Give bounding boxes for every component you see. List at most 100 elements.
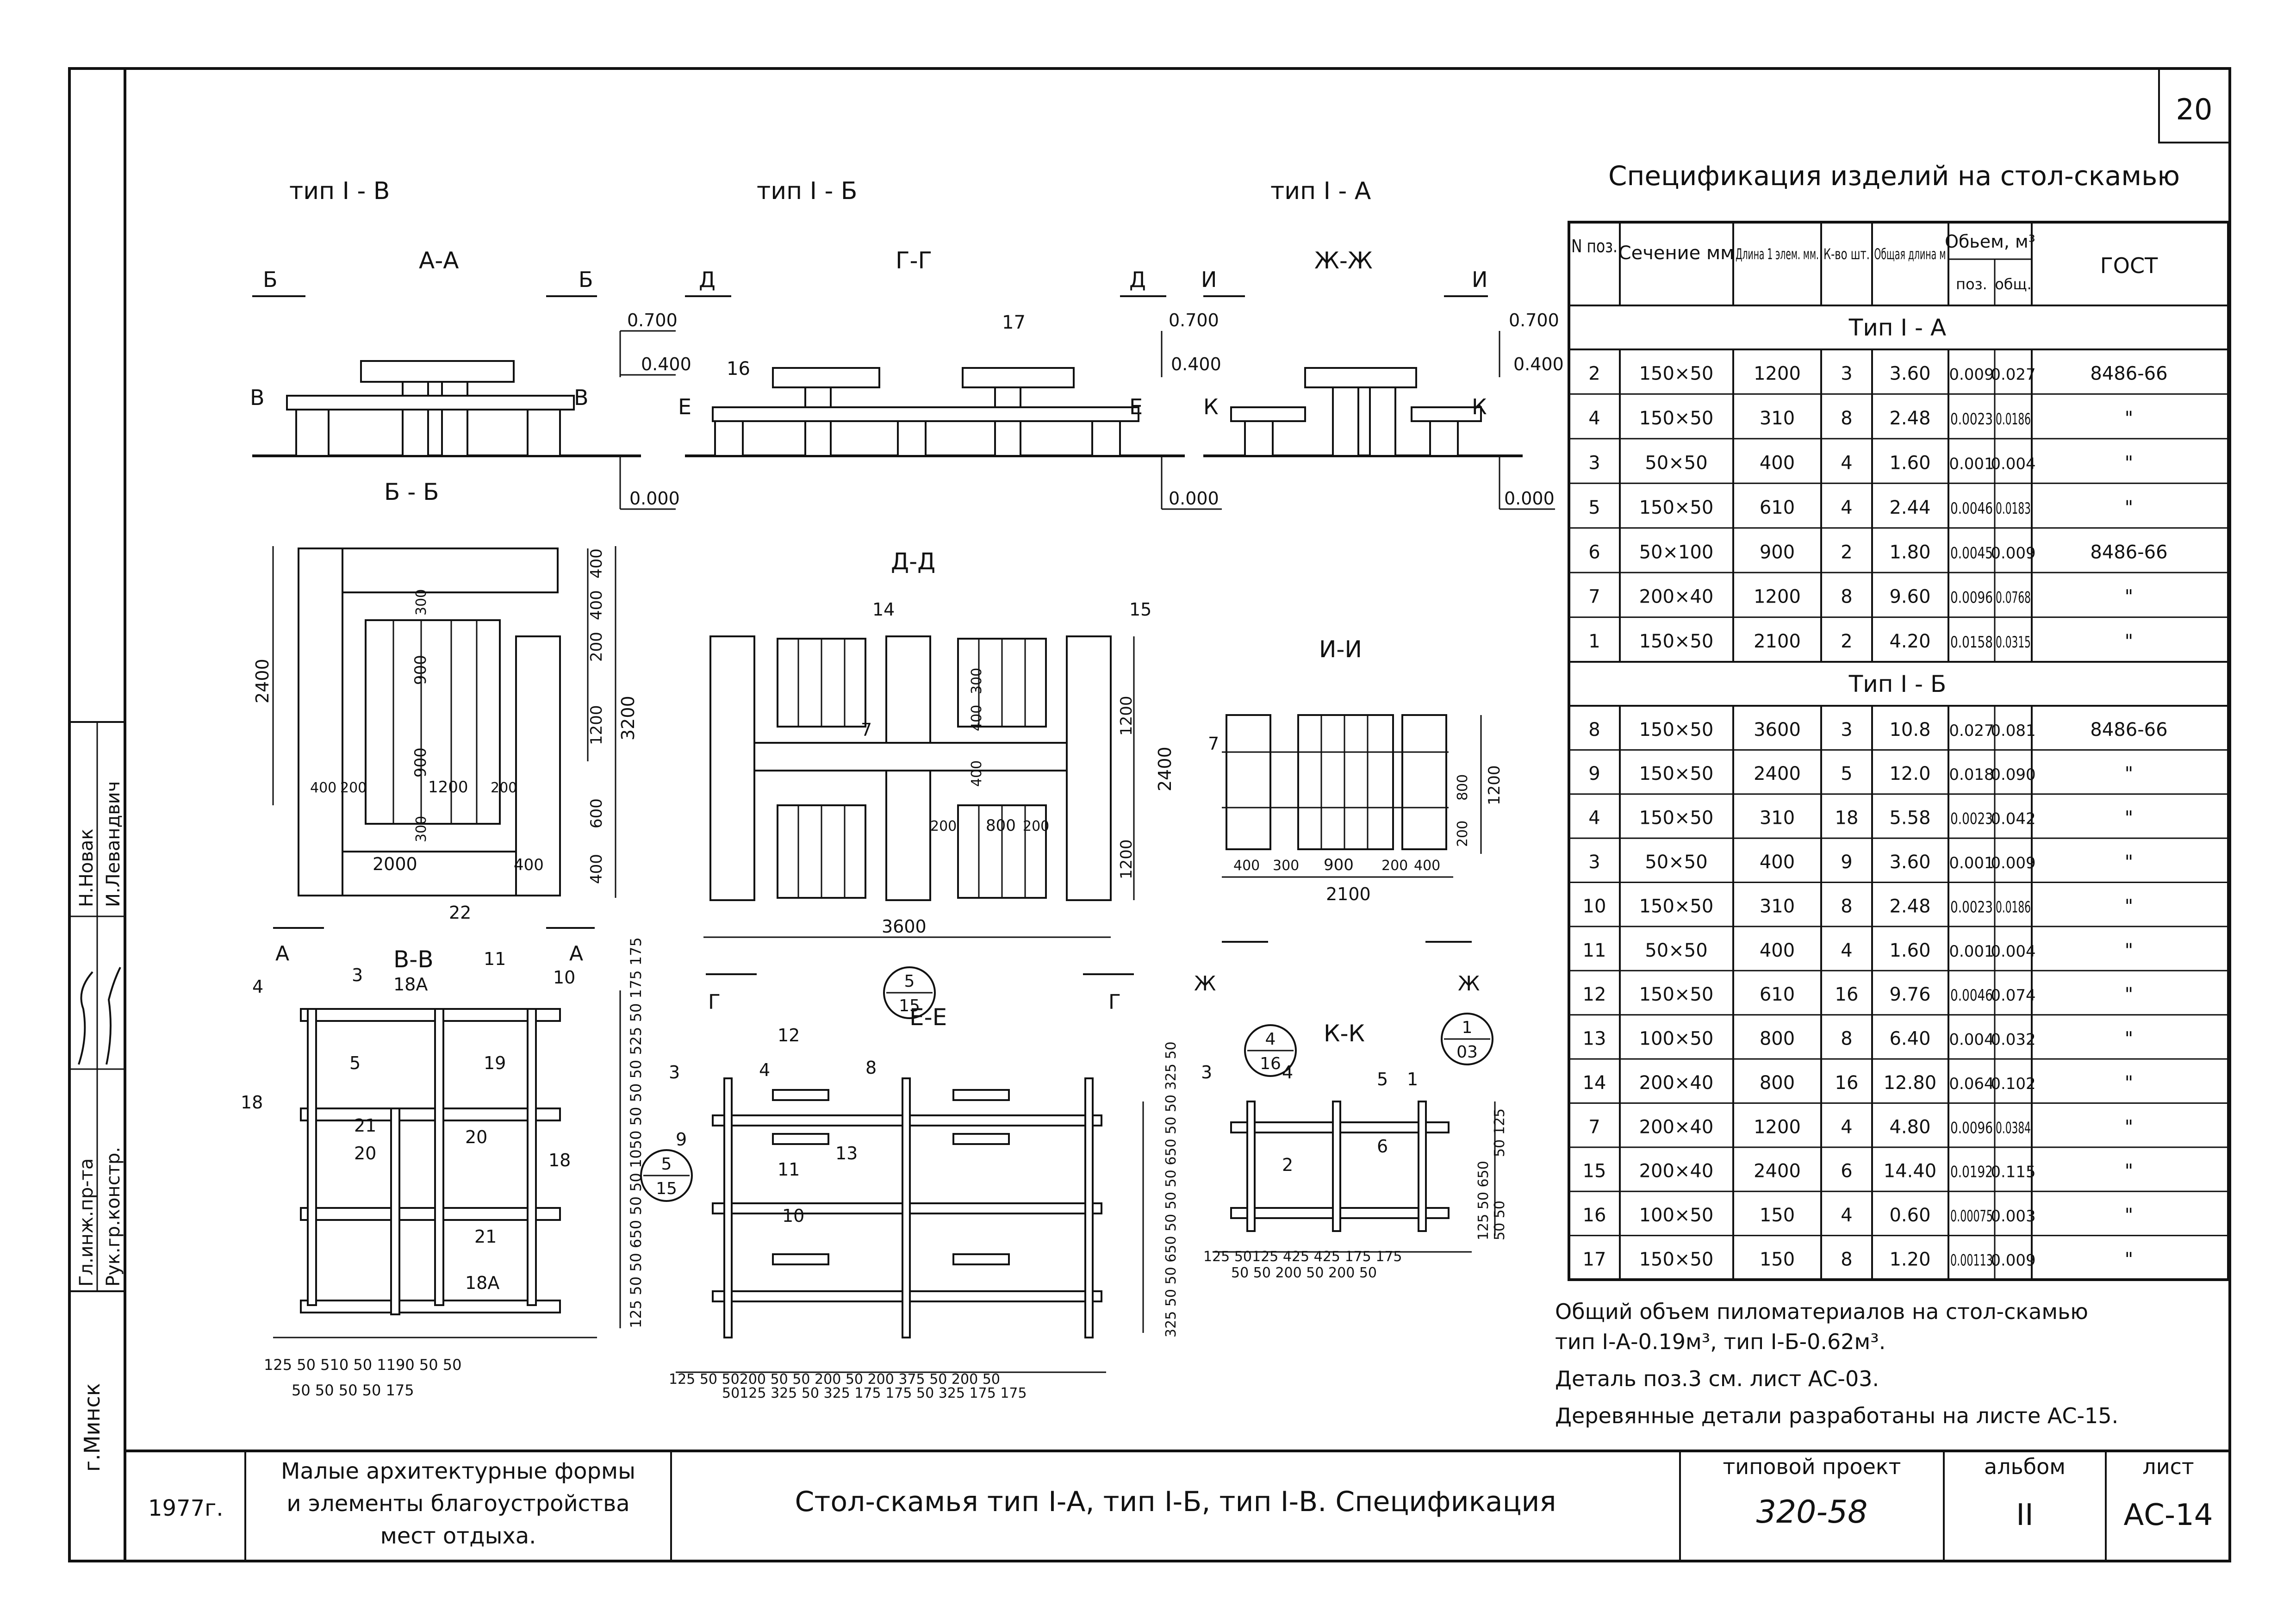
dim-bb-300-a: 300	[413, 589, 429, 616]
plan-ii: И-И 2100 400 300 900 200 400 1200 800 20…	[1208, 636, 1504, 904]
spec-cell: 3600	[1754, 719, 1801, 740]
album-value: II	[2016, 1498, 2034, 1532]
spec-cell: 400	[1760, 452, 1795, 473]
spec-cell: 3	[1841, 719, 1852, 740]
spec-title: Спецификация изделий на стол-скамью	[1608, 160, 2180, 192]
spec-cell: 0.0186	[1996, 410, 2031, 429]
spec-cell: 1200	[1754, 1116, 1801, 1138]
spec-cell: 14.40	[1884, 1161, 1937, 1182]
callout-3-top: 4	[1265, 1030, 1276, 1049]
spec-cell: 8	[1841, 408, 1852, 429]
dim-dd-200-a: 200	[930, 818, 957, 834]
spec-cell: 150×50	[1639, 763, 1714, 784]
spec-cell: 0.0186	[1996, 898, 2031, 916]
hdr-vol-total: общ.	[1995, 275, 2032, 293]
spec-cell: 8486-66	[2090, 719, 2167, 740]
album-label: альбом	[1984, 1454, 2066, 1479]
spec-cell: 0.018	[1949, 765, 1994, 784]
dims-kk-bottom-row2: 50 50 200 50 200 50	[1231, 1265, 1377, 1281]
position-6-kk: 6	[1377, 1136, 1388, 1157]
handwritten-signature	[78, 967, 121, 1065]
cut-mark-a-left: А	[275, 942, 289, 965]
position-7-ii: 7	[1208, 734, 1219, 754]
dim-ii-2100: 2100	[1326, 884, 1371, 904]
position-5-vv: 5	[349, 1053, 361, 1073]
subject-line-1: Малые архитектурные формы	[281, 1458, 635, 1484]
spec-cell: 11	[1583, 940, 1606, 961]
spec-cell: 0.0158	[1950, 633, 1993, 652]
note-line-1: Общий объем пиломатериалов на стол-скамь…	[1555, 1299, 2088, 1324]
spec-cell: 16	[1835, 984, 1859, 1005]
level-0400-b: 0.400	[1171, 354, 1221, 374]
spec-cell: 0.009	[1991, 544, 2035, 562]
spec-cell: "	[2125, 852, 2133, 873]
spec-cell: 0.027	[1949, 722, 1994, 740]
dim-dd-400: 400	[969, 760, 985, 787]
position-13: 13	[835, 1143, 858, 1164]
spec-cell: 6	[1588, 541, 1600, 563]
spec-cell: 150×50	[1639, 896, 1714, 917]
dim-bb-22: 22	[449, 902, 471, 923]
spec-cell: 150	[1760, 1205, 1795, 1226]
cut-mark-d-left: Д	[699, 267, 716, 292]
cut-mark-e-left: Е	[678, 394, 691, 419]
cut-mark-v-left: В	[250, 385, 265, 410]
position-10-ee: 10	[782, 1206, 804, 1226]
spec-cell: 9.60	[1889, 586, 1930, 608]
cut-mark-b-right: Б	[579, 267, 593, 292]
spec-cell: 8	[1588, 719, 1600, 740]
spec-cell: 150×50	[1639, 719, 1714, 740]
position-4-ee: 4	[759, 1060, 770, 1080]
group-type-b: Тип I - Б	[1848, 671, 1947, 697]
dim-bb-400-c: 400	[587, 854, 606, 884]
dim-dd-1200-a: 1200	[1117, 696, 1136, 736]
page-number: 20	[2176, 93, 2213, 126]
dim-dd-200-b: 200	[1023, 818, 1049, 834]
spec-cell: 150×50	[1639, 1249, 1714, 1270]
spec-cell: 14	[1583, 1072, 1606, 1094]
cut-mark-i-left: И	[1201, 267, 1217, 292]
spec-cell: 4	[1841, 940, 1852, 961]
spec-cell: 150×50	[1639, 363, 1714, 385]
cut-mark-k-left: К	[1203, 394, 1219, 419]
position-20-a: 20	[354, 1143, 376, 1164]
dim-bb-400-a: 400	[587, 548, 606, 579]
callout-1-top: 5	[904, 972, 915, 991]
dim-bb-900-b: 900	[411, 747, 430, 778]
spec-cell: 0.032	[1991, 1031, 2035, 1049]
spec-cell: 0.009	[1991, 1251, 2035, 1269]
position-1-kk: 1	[1407, 1069, 1418, 1089]
type-v-heading: тип I - В	[289, 177, 390, 205]
plan-dd-label: Д-Д	[891, 548, 935, 575]
spec-cell: 1200	[1754, 363, 1801, 385]
cut-mark-i-right: И	[1472, 267, 1487, 292]
spec-cell: 0.081	[1991, 722, 2035, 740]
section-zhzh: Ж-Ж И И К К 0.700 0.400 0.000	[1201, 247, 1564, 510]
spec-cell: 4	[1841, 497, 1852, 518]
project-label: типовой проект	[1723, 1454, 1901, 1479]
spec-cell: 0.090	[1991, 765, 2035, 784]
spec-cell: 800	[1760, 1028, 1795, 1050]
position-3-vv: 3	[352, 965, 363, 985]
dim-bb-400-d: 400	[514, 856, 544, 874]
spec-table: N поз. Сечение мм Длина 1 элем. мм. К-во…	[1568, 221, 2230, 1281]
spec-cell: 0.0046	[1950, 499, 1993, 518]
spec-cell: 150×50	[1639, 808, 1714, 829]
dims-vv-right: 125 50 50 650 50 50 1050 50 50 50 525 50…	[627, 937, 645, 1328]
spec-cell: 7	[1588, 1116, 1600, 1138]
dims-kk-bottom-row1: 125 50125 425 425 175 175	[1203, 1249, 1402, 1265]
spec-cell: 0.00113	[1950, 1251, 1993, 1269]
spec-cell: "	[2125, 896, 2133, 917]
dim-dd-300: 300	[969, 668, 985, 694]
level-0700-a: 0.700	[627, 310, 678, 330]
position-9: 9	[676, 1129, 687, 1150]
type-b-heading: тип I - Б	[757, 177, 857, 205]
spec-cell: 18	[1835, 808, 1859, 829]
spec-cell: "	[2125, 1249, 2133, 1270]
spec-cell: 0.0384	[1996, 1119, 2031, 1137]
dim-bb-600: 600	[587, 798, 606, 828]
hdr-section: Сечение мм	[1618, 243, 1735, 264]
callout-4-top: 1	[1462, 1018, 1473, 1037]
spec-cell: 800	[1760, 1072, 1795, 1094]
